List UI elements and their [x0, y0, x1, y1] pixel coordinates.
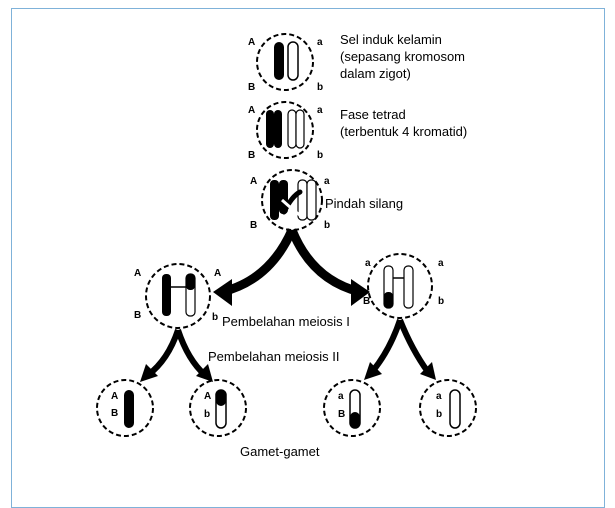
allele-b-label: b [436, 409, 442, 420]
allele-B-label: B [111, 408, 118, 419]
allele-A-label: A [111, 391, 118, 402]
parent-cell-detail-line2: dalam zigot) [340, 66, 411, 81]
chromosome-light [287, 41, 299, 81]
crossing-over-cell: A a B b Pindah silang [250, 169, 403, 231]
allele-a-label: a [438, 258, 444, 269]
tetrad-detail: (terbentuk 4 kromatid) [340, 124, 467, 139]
meiosis-1-left-cell: A A B b [134, 263, 221, 329]
gamete-1: A B [96, 379, 154, 437]
allele-b-label: b [317, 150, 323, 161]
crossing-over-title: Pindah silang [325, 196, 403, 211]
allele-a-label: a [338, 391, 344, 402]
allele-A-label: A [214, 268, 221, 279]
diagram-page: A a B b Sel induk kelamin (sepasang krom… [11, 8, 605, 508]
parent-cell-detail-line1: (sepasang kromosom [340, 49, 465, 64]
allele-a-label: a [317, 105, 323, 116]
gamete-3: a B [323, 379, 381, 437]
allele-B-label: B [134, 310, 141, 321]
allele-b-label: b [317, 82, 323, 93]
allele-A-label: A [250, 176, 257, 187]
allele-B-label: B [363, 296, 370, 307]
parent-cell-title: Sel induk kelamin [340, 32, 442, 47]
meiosis-1-arrows [213, 228, 370, 306]
allele-B-label: B [248, 82, 255, 93]
meiosis-2-left-arrows [140, 329, 213, 382]
gametes-label: Gamet-gamet [240, 444, 320, 459]
allele-A-label: A [248, 37, 255, 48]
meiosis-2-label: Pembelahan meiosis II [208, 349, 340, 364]
allele-b-label: b [212, 312, 218, 323]
parent-cell: A a B b Sel induk kelamin (sepasang krom… [248, 32, 465, 93]
gamete-2: A b [189, 379, 247, 437]
allele-B-label: B [338, 409, 345, 420]
tetrad-cell: A a B b Fase tetrad (terbentuk 4 kromati… [248, 101, 467, 161]
allele-b-label: b [204, 409, 210, 420]
allele-B-label: B [248, 150, 255, 161]
allele-b-label: b [324, 220, 330, 231]
allele-a-label: a [317, 37, 323, 48]
allele-A-label: A [134, 268, 141, 279]
allele-A-label: A [204, 391, 211, 402]
allele-a-label: a [436, 391, 442, 402]
tetrad-title: Fase tetrad [340, 107, 406, 122]
gamete-4: a b [419, 379, 477, 437]
allele-A-label: A [248, 105, 255, 116]
meiosis-diagram: A a B b Sel induk kelamin (sepasang krom… [96, 32, 477, 459]
chromosome-dark [274, 42, 284, 80]
meiosis-1-label: Pembelahan meiosis I [222, 314, 350, 329]
allele-a-label: a [365, 258, 371, 269]
allele-B-label: B [250, 220, 257, 231]
allele-a-label: a [324, 176, 330, 187]
meiosis-2-right-arrows [364, 318, 436, 380]
allele-b-label: b [438, 296, 444, 307]
meiosis-1-right-cell: a a B b [363, 253, 444, 319]
